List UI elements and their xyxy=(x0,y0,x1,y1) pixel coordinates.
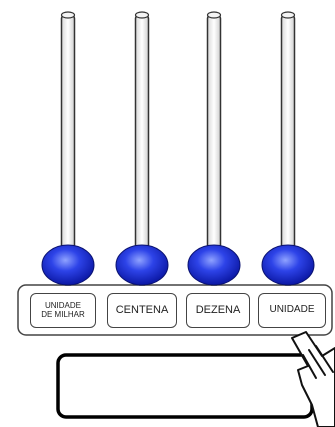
rod-centena xyxy=(115,11,169,286)
bead[interactable] xyxy=(115,244,169,286)
rod-cap xyxy=(280,11,296,19)
rod-pole xyxy=(206,13,222,286)
bead[interactable] xyxy=(41,244,95,286)
answer-box[interactable] xyxy=(56,353,314,419)
bead[interactable] xyxy=(187,244,241,286)
rod-pole xyxy=(134,13,150,286)
rod-pole xyxy=(280,13,296,286)
label-centena: CENTENA xyxy=(107,293,177,328)
label-unidade: UNIDADE xyxy=(258,293,326,328)
rod-cap xyxy=(60,11,76,19)
rod-pole xyxy=(60,13,76,286)
hand-pointer-icon xyxy=(291,331,335,427)
rod-unidade-de-milhar xyxy=(41,11,95,286)
rods-layer xyxy=(41,11,315,286)
label-unidade-de-milhar: UNIDADE DE MILHAR xyxy=(30,293,96,328)
rod-cap xyxy=(134,11,150,19)
label-dezena: DEZENA xyxy=(186,293,250,328)
rod-dezena xyxy=(187,11,241,286)
rod-cap xyxy=(206,11,222,19)
rod-unidade xyxy=(261,11,315,286)
bead[interactable] xyxy=(261,244,315,286)
